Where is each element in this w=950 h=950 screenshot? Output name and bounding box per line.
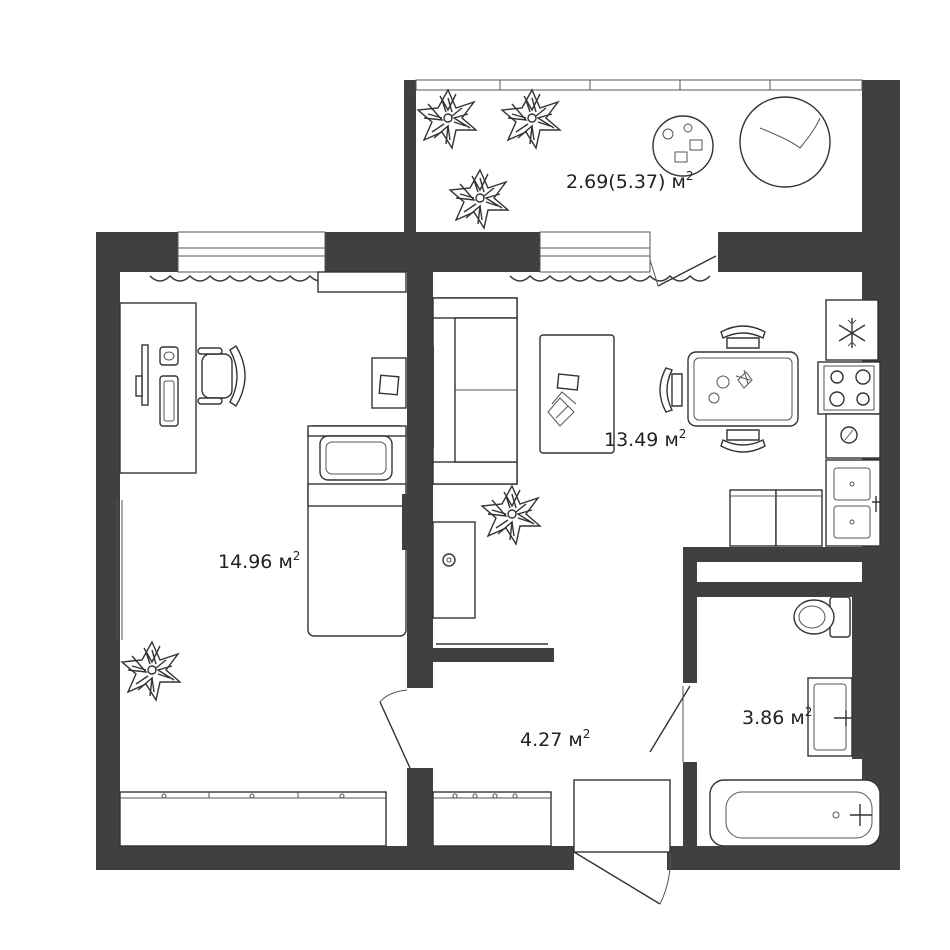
room-area-bathroom: 3.86 м2 (742, 705, 812, 729)
room-area-hallway: 4.27 м2 (520, 727, 590, 751)
bathtub-icon (709, 779, 881, 847)
sink-icon (825, 459, 881, 547)
bathroom-furniture (709, 596, 881, 847)
snowflake-icon (838, 318, 866, 348)
hall-wardrobe (432, 791, 552, 847)
plant-icon (501, 89, 561, 149)
bedroom-door (379, 689, 411, 769)
laptop (159, 375, 179, 427)
hallway-furniture (432, 685, 691, 905)
curtains (149, 271, 711, 293)
plant-icon (121, 641, 181, 701)
area-labels: 14.96 м2 13.49 м2 2.69(5.37) м2 3.86 м2 … (218, 169, 812, 751)
dining-table (687, 351, 799, 427)
balcony-furniture (417, 89, 831, 229)
chair-icon (659, 367, 683, 413)
plant-icon (481, 485, 541, 545)
desk (119, 302, 197, 474)
side-table (652, 115, 714, 177)
washbasin (807, 677, 853, 757)
tv-stand (432, 521, 476, 619)
cabinet (775, 489, 823, 547)
stove-icon (817, 361, 881, 415)
plant-icon (417, 89, 477, 149)
bedroom-furniture (119, 302, 407, 847)
shoe-cabinet (573, 779, 671, 853)
living-furniture (429, 297, 881, 645)
balcony-door (649, 255, 717, 287)
chair-icon (720, 325, 766, 349)
bean-bag (739, 96, 831, 188)
wardrobe (119, 791, 387, 847)
walls (96, 80, 900, 870)
office-chair (197, 345, 246, 407)
cabinet (729, 489, 777, 547)
chair-icon (720, 429, 766, 453)
plant-icon (449, 169, 509, 229)
room-area-bedroom: 14.96 м2 (218, 549, 300, 573)
toilet-icon (793, 596, 851, 638)
pillow (319, 435, 393, 481)
coffee-table (539, 334, 615, 454)
room-area-balcony: 2.69(5.37) м2 (566, 169, 693, 193)
washer-icon (825, 413, 881, 459)
room-area-living-kitchen: 13.49 м2 (604, 427, 686, 451)
windows (116, 79, 863, 640)
